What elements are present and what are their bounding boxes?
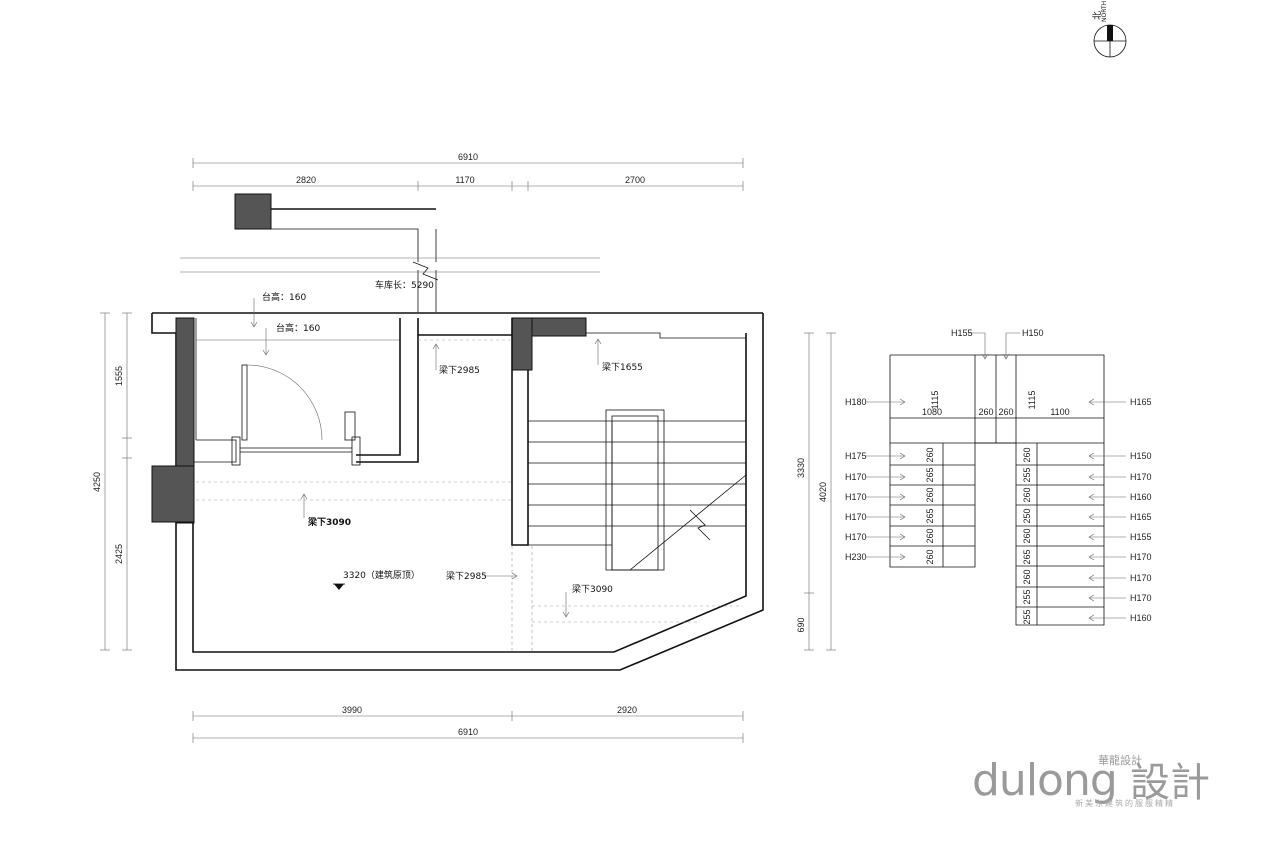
label-beam-2: 梁下1655	[602, 361, 643, 373]
dim-bottom-total: 6910	[458, 727, 478, 737]
left-tread: 260	[925, 447, 935, 462]
stair-w-1100: 1100	[1050, 407, 1069, 417]
left-height: H170	[845, 532, 867, 542]
bottom-dimensions: 3990 2920 6910	[192, 705, 744, 743]
label-platform-1: 台高：160	[262, 291, 306, 303]
left-height: H175	[845, 451, 867, 461]
dim-left-b: 2425	[114, 544, 124, 564]
dim-left-a: 1555	[114, 366, 124, 386]
right-height: H155	[1130, 532, 1152, 542]
right-tread: 260	[1022, 447, 1032, 462]
dim-right-a: 3330	[796, 458, 806, 478]
company-logo: dulong 華龍設計 設計 新美东建筑的服服精精	[972, 753, 1210, 808]
stair-top-left: H155	[951, 328, 973, 338]
dim-top-a: 2820	[296, 175, 316, 185]
right-height: H170	[1130, 552, 1152, 562]
left-tread: 260	[925, 487, 935, 502]
left-height: H170	[845, 492, 867, 502]
left-tread: 260	[925, 528, 935, 543]
dim-left-total: 4250	[92, 472, 102, 492]
stair-mid-left: H180	[845, 397, 867, 407]
right-height: H150	[1130, 451, 1152, 461]
right-tread: 260	[1022, 487, 1032, 502]
logo-tagline: 新美东建筑的服服精精	[1075, 798, 1175, 808]
right-tread: 260	[1022, 528, 1032, 543]
dim-top-c: 2700	[625, 175, 645, 185]
label-platform-2: 台高：160	[276, 322, 320, 334]
column-top	[234, 193, 272, 230]
stair-left-treads: 260 265 260 265 260 260	[925, 447, 935, 564]
left-dimensions: 4250 1555 2425	[92, 312, 132, 651]
dim-top-b: 1170	[455, 175, 474, 185]
left-tread: 265	[925, 508, 935, 523]
left-height: H170	[845, 472, 867, 482]
right-tread: 250	[1022, 508, 1032, 523]
top-dimensions: 6910 2820 1170 2700	[192, 152, 744, 191]
right-tread: 255	[1022, 609, 1032, 624]
stair-detail: H155 H150 H180 H165 1080 260 260 1100 11…	[845, 328, 1152, 626]
plan-labels: 台高：160 台高：160 梁下2985 梁下1655 梁下3090 3320（…	[250, 291, 643, 618]
main-plan	[151, 312, 764, 671]
right-height: H170	[1130, 573, 1152, 583]
stair-mid-right: H165	[1130, 397, 1152, 407]
right-tread: 260	[1022, 569, 1032, 584]
right-height: H160	[1130, 613, 1152, 623]
stair-w-1080: 1080	[922, 407, 942, 417]
label-garage-length: 车库长：5290	[375, 279, 434, 291]
stair-w-260b: 260	[998, 407, 1013, 417]
dim-top-total: 6910	[458, 152, 478, 162]
right-tread: 265	[1022, 549, 1032, 564]
right-height: H170	[1130, 472, 1152, 482]
logo-main: dulong	[972, 755, 1117, 806]
right-height: H165	[1130, 512, 1152, 522]
column-mid-top	[531, 317, 587, 337]
logo-cn-big: 設計	[1130, 760, 1210, 806]
stair-treads	[528, 409, 747, 571]
dim-right-b: 690	[796, 617, 806, 632]
compass-en: NORTH	[1101, 1, 1108, 22]
label-beam-4: 梁下2985	[446, 570, 487, 582]
label-beam-5: 梁下3090	[572, 583, 613, 595]
stair-v-1115b: 1115	[1027, 391, 1037, 410]
column-mid	[511, 317, 533, 371]
right-dimensions: 3330 690 4020	[796, 332, 836, 651]
north-compass: 北 NORTH	[1092, 1, 1127, 58]
label-beam-1: 梁下2985	[439, 364, 480, 376]
label-beam-3: 梁下3090	[307, 516, 351, 528]
left-height: H230	[845, 552, 867, 562]
right-height: H160	[1130, 492, 1152, 502]
compass-cn: 北	[1092, 11, 1103, 20]
right-tread: 255	[1022, 467, 1032, 482]
stair-top-right: H150	[1022, 328, 1044, 338]
stair-left-heights: H175 H170 H170 H170 H170 H230	[845, 451, 906, 562]
dim-right-total: 4020	[818, 482, 828, 502]
stair-v-1115a: 1115	[930, 391, 940, 410]
right-tread: 255	[1022, 589, 1032, 604]
garage-approach: 车库长：5290	[180, 193, 600, 312]
left-tread: 260	[925, 549, 935, 564]
dim-bottom-b: 2920	[617, 705, 637, 715]
left-tread: 265	[925, 467, 935, 482]
left-height: H170	[845, 512, 867, 522]
dim-bottom-a: 3990	[342, 705, 362, 715]
right-height: H170	[1130, 593, 1152, 603]
label-ceiling: 3320（建筑原顶）	[343, 569, 420, 581]
column-left-lower	[151, 465, 195, 523]
stair-right-treads: 260 255 260 250 260 265 260 255 255	[1022, 447, 1032, 624]
logo-cn-small: 華龍設計	[1098, 753, 1142, 767]
stair-right-heights: H150 H170 H160 H165 H155 H170 H170 H170 …	[1088, 451, 1152, 623]
stair-w-260a: 260	[978, 407, 993, 417]
